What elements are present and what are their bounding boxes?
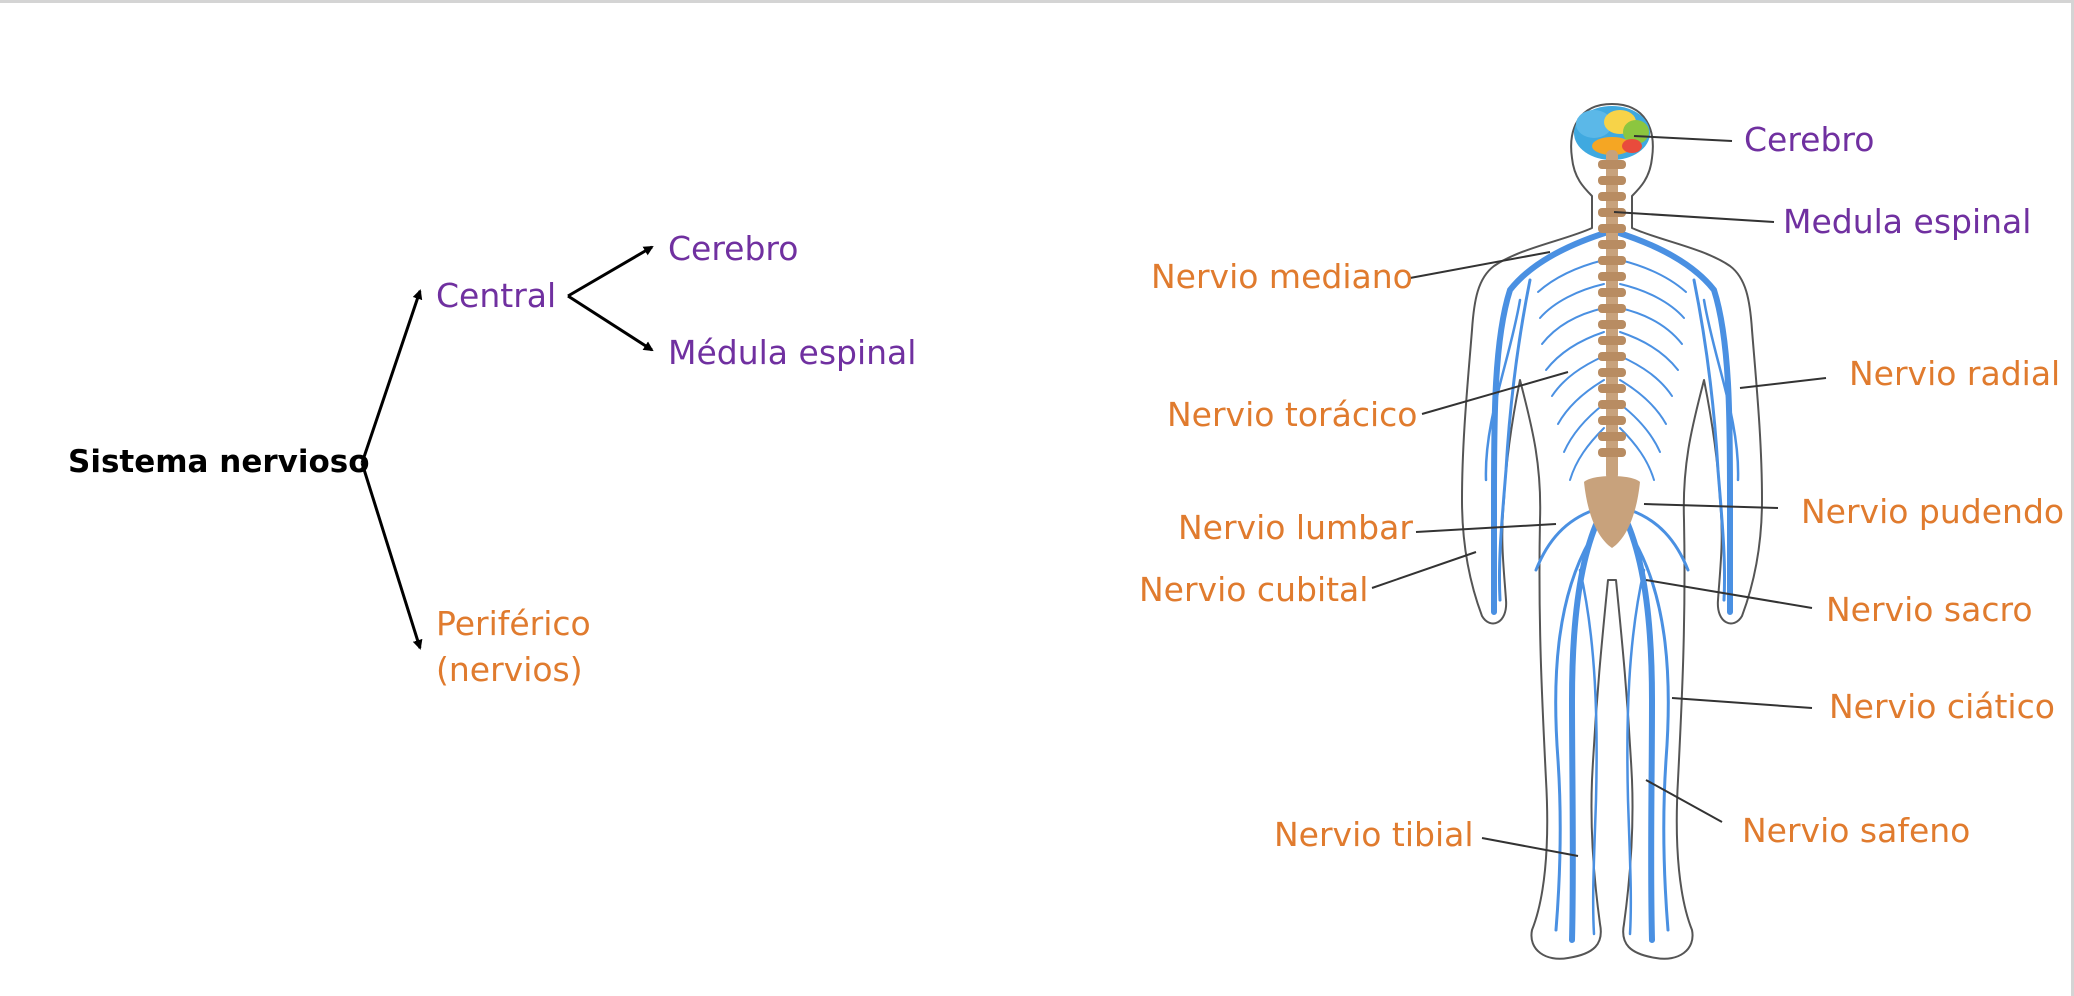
leader-sacro: [1645, 579, 1813, 609]
peripheral-label-line1: Periférico: [436, 604, 591, 643]
label-nervio-mediano: Nervio mediano: [1151, 257, 1413, 296]
central-child-medula: Médula espinal: [668, 333, 917, 372]
label-nervio-tibial: Nervio tibial: [1274, 815, 1474, 854]
label-nervio-toracico: Nervio torácico: [1167, 395, 1418, 434]
leader-radial: [1739, 377, 1827, 389]
root-label: Sistema nervioso: [68, 444, 370, 480]
label-nervio-pudendo: Nervio pudendo: [1801, 492, 2065, 531]
arrow-to-medula: [567, 294, 654, 352]
leader-lines: [1371, 135, 1827, 857]
leader-lumbar: [1415, 523, 1557, 533]
label-nervio-sacro: Nervio sacro: [1826, 590, 2033, 629]
frame-right-border: [2071, 0, 2074, 996]
leader-ciatico: [1671, 697, 1813, 709]
arrow-to-peripheral: [360, 462, 423, 650]
label-cerebro: Cerebro: [1744, 120, 1875, 159]
leader-cerebro: [1633, 135, 1733, 142]
classification-arrows: [360, 245, 654, 650]
peripheral-nerves: [1484, 229, 1740, 943]
label-nervio-radial: Nervio radial: [1849, 354, 2061, 393]
spinal-column: [1584, 150, 1640, 548]
frame-top-border: [0, 0, 2074, 3]
label-medula-espinal: Medula espinal: [1783, 202, 2032, 241]
peripheral-label-line2: (nervios): [436, 650, 583, 689]
central-label: Central: [436, 276, 557, 315]
arrow-to-cerebro: [567, 245, 654, 298]
label-nervio-safeno: Nervio safeno: [1742, 811, 1971, 850]
leader-pudendo: [1643, 503, 1779, 509]
label-nervio-cubital: Nervio cubital: [1139, 570, 1369, 609]
leader-cubital: [1371, 551, 1477, 589]
arrow-to-central: [360, 289, 423, 464]
label-nervio-ciatico: Nervio ciático: [1829, 687, 2055, 726]
label-nervio-lumbar: Nervio lumbar: [1178, 508, 1413, 547]
leader-toracico: [1421, 371, 1569, 415]
leader-medula: [1613, 211, 1775, 223]
brain-icon: [1574, 106, 1650, 160]
leader-tibial: [1481, 837, 1579, 857]
leader-safeno: [1645, 779, 1723, 823]
central-child-cerebro: Cerebro: [668, 229, 799, 268]
leader-mediano: [1409, 251, 1551, 279]
